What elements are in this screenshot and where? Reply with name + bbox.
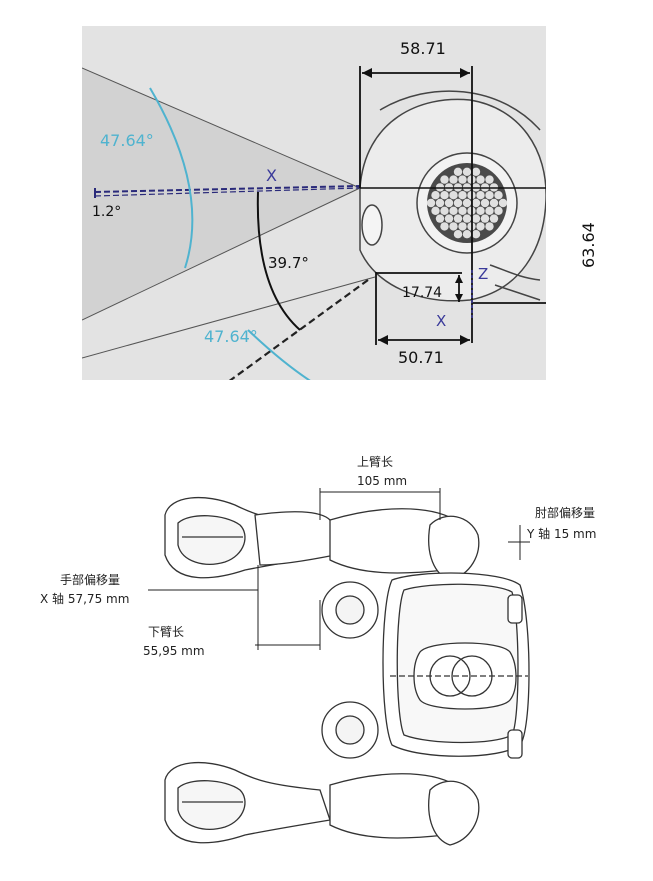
dim-top-lines — [359, 66, 473, 188]
forearm-length-value: 55,95 mm — [143, 644, 205, 658]
axis-z-label: Z — [478, 265, 488, 283]
x-axis-dashed-lower — [94, 187, 361, 197]
axis-x-top-label: X — [266, 166, 277, 185]
axis-x-bottom-label: X — [436, 312, 446, 330]
elbow-top — [428, 515, 480, 581]
dim-small-label: 17.74 — [402, 285, 442, 301]
lower-fov-arc — [247, 329, 311, 380]
right-connector-top — [507, 594, 523, 624]
dim-bottom-arrow-left — [378, 335, 388, 345]
fov-lower-ray — [82, 187, 361, 321]
fov-wedge — [82, 68, 360, 320]
dim-small-arrow-bottom — [455, 294, 463, 302]
elbow-offset-value: Y 轴 15 mm — [526, 526, 596, 541]
dim-bottom-arrow-right — [460, 335, 470, 345]
forearm-length-label: 下臂长 — [148, 625, 184, 639]
angle-mid-label: 39.7° — [268, 254, 309, 272]
elbow-offset-label: 肘部偏移量 — [535, 505, 595, 520]
forearm-top — [254, 511, 336, 566]
lower-camera-ray — [228, 279, 369, 380]
angle-lower-label: 47.64° — [204, 327, 258, 346]
dim-bottom-label: 50.71 — [398, 348, 444, 367]
upper-arm-length-value: 105 mm — [357, 474, 407, 488]
right-connector-bottom — [507, 729, 523, 759]
hand-offset-value: X 轴 57,75 mm — [40, 591, 129, 606]
camera-hex-grid — [426, 167, 508, 239]
bottom-dimension-lines — [148, 488, 530, 650]
x-axis-dashed-upper — [94, 185, 361, 193]
upper-fov-arc — [149, 87, 194, 269]
robot-top-view — [164, 496, 530, 846]
dim-top-arrow-right — [460, 68, 470, 78]
angle-small-label: 1.2° — [92, 204, 121, 220]
tilt-angle-arc — [256, 191, 301, 331]
hand-offset-label: 手部偏移量 — [60, 572, 120, 587]
angle-upper-label: 47.64° — [100, 131, 154, 150]
fov-upper-ray — [82, 67, 361, 189]
dim-top-arrow-left — [362, 68, 372, 78]
dim-right-label: 63.64 — [579, 222, 598, 268]
dim-top-label: 58.71 — [400, 39, 446, 58]
elbow-bottom — [428, 780, 480, 846]
dim-right-arrow-top — [567, 190, 577, 200]
fov2-upper-ray — [82, 276, 376, 359]
dim-small-arrow-top — [455, 275, 463, 283]
dim-right-arrow-bottom — [567, 291, 577, 301]
upper-arm-length-label: 上臂长 — [357, 455, 393, 469]
